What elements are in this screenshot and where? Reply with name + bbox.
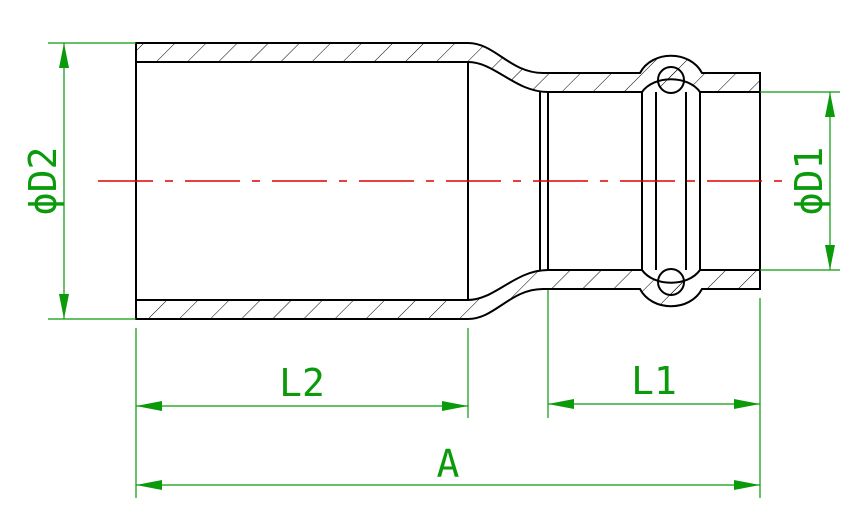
o-ring-top: [657, 66, 685, 94]
label-overall-length-a: A: [437, 442, 460, 486]
label-length-l2: L2: [279, 361, 325, 405]
wall-section-bottom: [135, 269, 761, 320]
fitting-body-outline: [135, 43, 761, 319]
o-ring-bottom: [657, 268, 685, 296]
label-length-l1: L1: [631, 359, 677, 403]
label-diameter-d1: ϕD1: [787, 147, 831, 216]
dimension-lines: [48, 42, 840, 498]
label-diameter-d2: ϕD2: [21, 147, 65, 216]
